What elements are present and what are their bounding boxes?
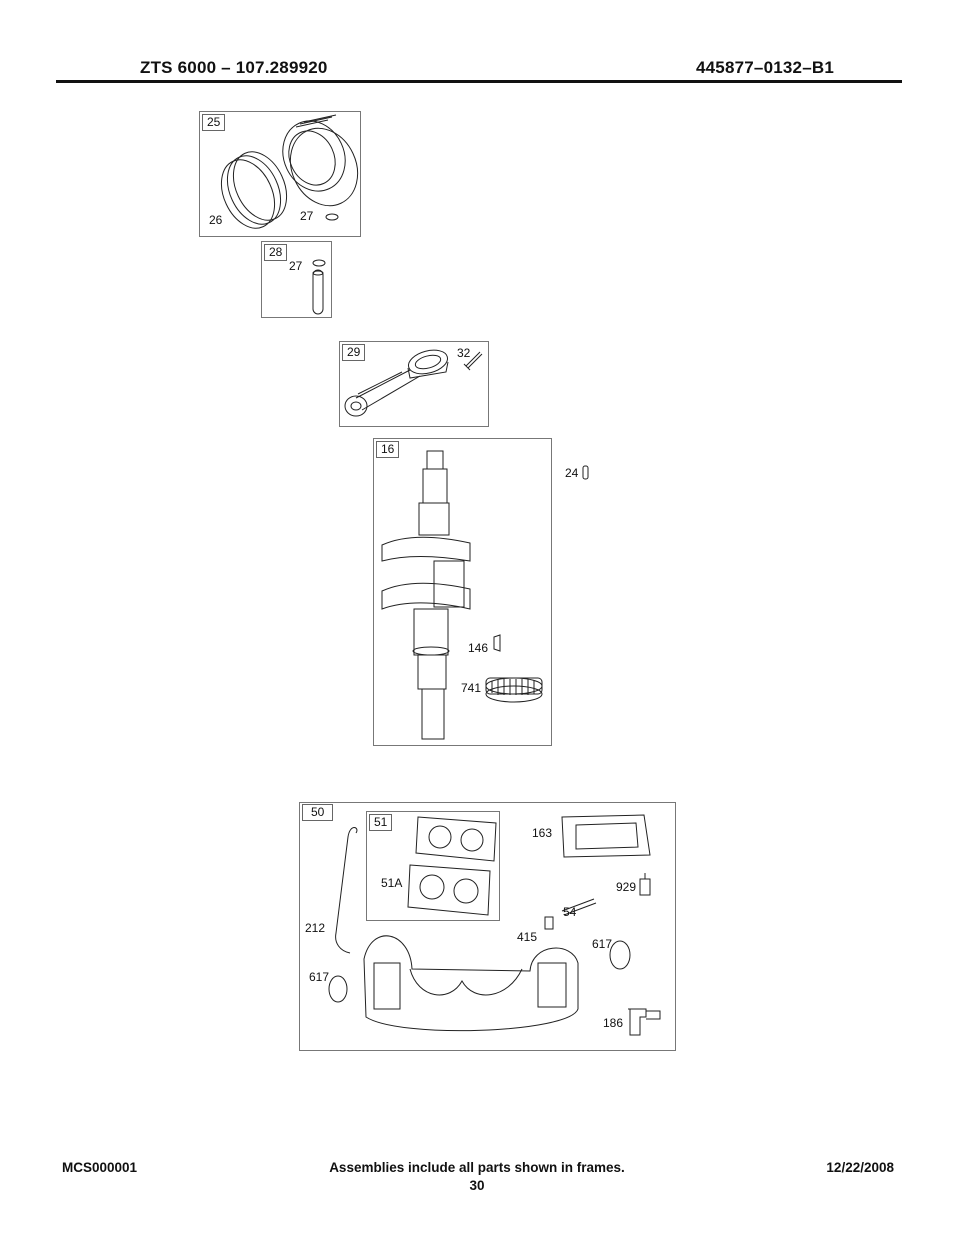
frame-tag-pin: 28 (264, 244, 288, 261)
header-rule (56, 80, 902, 83)
label-wire: 212 (305, 921, 326, 935)
label-gasket-a: 51A (381, 876, 403, 890)
label-elbow: 186 (603, 1016, 624, 1030)
rod-drawing (340, 342, 490, 428)
frame-piston-assembly: 25 26 27 (199, 111, 361, 237)
frame-crankshaft: 16 146 741 (373, 438, 552, 746)
frame-tag-manifold: 50 (302, 804, 334, 821)
footer-date: 12/22/2008 (826, 1160, 894, 1175)
page-number: 30 (469, 1178, 485, 1193)
frame-connecting-rod: 29 32 (339, 341, 489, 427)
label-rod-bolt: 32 (457, 346, 471, 360)
piston-drawing (200, 112, 362, 238)
label-key: 146 (468, 641, 489, 655)
label-oring-left: 617 (309, 970, 330, 984)
label-gear: 741 (461, 681, 482, 695)
footer-note: Assemblies include all parts shown in fr… (329, 1160, 625, 1175)
frame-tag-rod: 29 (342, 344, 366, 361)
frame-tag-crankshaft: 16 (376, 441, 400, 458)
crankshaft-drawing (374, 439, 553, 747)
frame-gaskets: 51 51A (366, 811, 500, 921)
frame-tag-gaskets: 51 (369, 814, 393, 831)
frame-intake-manifold: 50 51 51A (299, 802, 676, 1051)
pin-drawing (262, 242, 333, 319)
label-nut: 415 (517, 930, 538, 944)
label-plate: 163 (532, 826, 553, 840)
part-code: 445877–0132–B1 (696, 58, 834, 77)
manifold-drawing (300, 803, 677, 1052)
label-fitting: 929 (616, 880, 637, 894)
label-screw: 54 (563, 905, 577, 919)
label-oring-right: 617 (592, 937, 613, 951)
label-pin-clip: 27 (289, 259, 303, 273)
doc-id: MCS000001 (62, 1160, 138, 1175)
label-crank-key-small: 24 (565, 466, 579, 480)
model-title: ZTS 6000 – 107.289920 (140, 58, 328, 77)
frame-tag-piston: 25 (202, 114, 226, 131)
frame-piston-pin: 28 27 (261, 241, 332, 318)
label-rings: 26 (209, 213, 223, 227)
small-key-drawing (581, 465, 591, 481)
label-clip: 27 (300, 209, 314, 223)
